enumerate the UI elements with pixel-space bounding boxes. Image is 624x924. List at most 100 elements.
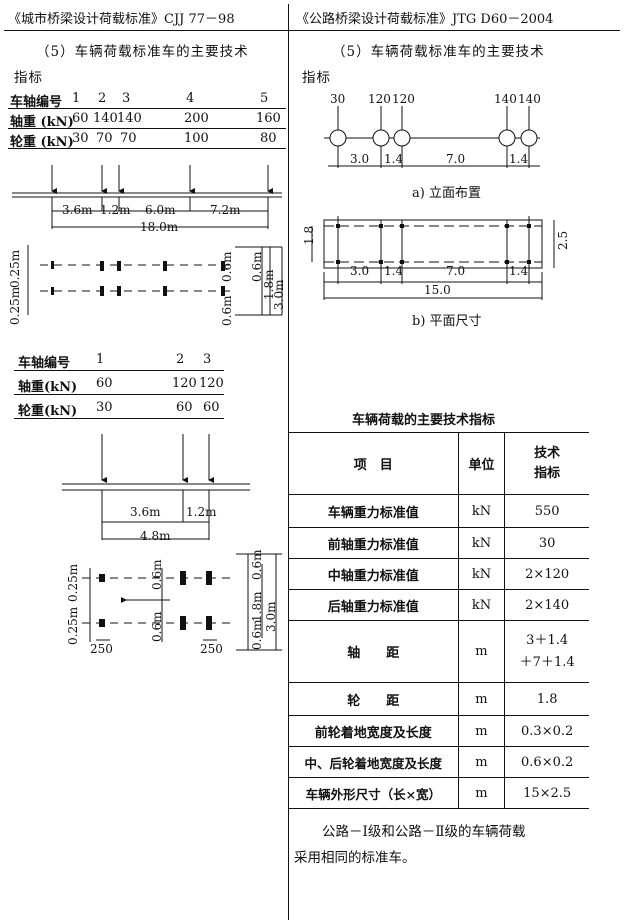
wheel [99,619,105,627]
wheel-weight-cell: 80 [260,131,277,146]
row-unit: m [457,620,506,683]
table2-rule [14,418,224,419]
spacing-label: 7.0 [446,152,466,166]
axle-number-cell: 2 [98,91,107,106]
axle-weight-label: 轴重 (kN) [10,115,74,130]
spacing-label: 1.2m [186,505,217,519]
wheel [393,129,411,147]
table-row: 车辆外形尺寸（长×宽） m 15×2.5 [289,777,589,809]
right-section-title: （5）车辆荷载标准车的主要技术 [332,44,545,60]
axle-number-label: 车轴编号 [10,95,63,110]
spacing-label: 7.2m [210,203,241,217]
left-dim-label: 0.25m [8,286,22,325]
right-dim-label: 0.6m [150,559,164,590]
table-row: 轴 距 m 3＋1.4 ＋7＋1.4 [289,620,589,683]
wheel [400,224,404,228]
row-unit: m [457,777,506,809]
right-dim-label: 1.8m [250,591,264,622]
wheel [117,286,121,296]
plan-diagram [311,216,555,300]
wheel [51,287,54,295]
left-dim-label: 0.25m [8,249,22,288]
row-value: 0.3×0.2 [504,715,589,747]
spacing-label: 3.0 [350,264,370,278]
wheel-weight-cell: 60 [203,400,220,415]
wheel-weight-cell: 70 [96,131,113,146]
spacing-label: 1.4 [509,152,529,166]
axle-number-cell: 1 [72,91,81,106]
row-unit: kN [457,527,506,559]
table-row: 中轴重力标准值 kN 2×120 [289,558,589,590]
table-row: 轮 距 m 1.8 [289,682,589,716]
wheel [99,574,105,582]
note-line-2: 采用相同的标准车。 [294,850,416,866]
axle-weight-cell: 160 [256,111,281,126]
left-dim-label: 0.25m [66,563,80,602]
row-item: 轴 距 [289,620,459,683]
load-label: 30 [330,92,346,106]
row-value: 2×120 [504,558,589,590]
row-unit: m [457,746,506,778]
wheel [100,286,104,296]
table-row: 后轴重力标准值 kN 2×140 [289,589,589,621]
wheel [206,616,212,630]
load-label: 140 [518,92,541,106]
wheel [505,224,509,228]
wheel [372,129,390,147]
row-item: 车辆外形尺寸（长×宽） [289,777,459,809]
table-header-row: 项 目 单位 技术 指标 [289,432,589,495]
header-item: 项 目 [289,432,459,495]
spacing-label: 1.4 [384,264,404,278]
axle-weight-cell: 60 [72,111,89,126]
wheel [163,286,167,296]
row-value: 15×2.5 [504,777,589,809]
note-line-1: 公路－Ⅰ级和公路－Ⅱ级的车辆荷载 [322,824,526,840]
elevation-diagram [324,106,540,168]
table-row: 车辆重力标准值 kN 550 [289,494,589,528]
wheel-weight-cell: 30 [96,400,113,415]
row-value: 550 [504,494,589,528]
wheel [498,129,516,147]
row-item: 轮 距 [289,682,459,716]
axle-number-cell: 3 [203,352,212,367]
right-dim-label: 0.6m [150,611,164,642]
column-divider [288,4,289,920]
right-dim-label: 0.6m [220,295,234,326]
axle-weight-cell: 120 [199,376,224,391]
row-unit: kN [457,494,506,528]
wheel [100,261,104,271]
row-item: 前轮着地宽度及长度 [289,715,459,747]
plan-caption: b) 平面尺寸 [412,314,482,329]
row-unit: kN [457,589,506,621]
wheel [379,224,383,228]
row-unit: kN [457,558,506,590]
wheel-weight-cell: 60 [176,400,193,415]
left-load-diagram-1 [12,165,283,316]
wheel [117,261,121,271]
wheel-weight-cell: 70 [120,131,137,146]
bottom-dim-label: 250 [200,642,223,656]
row-item: 前轴重力标准值 [289,527,459,559]
row-item: 中轴重力标准值 [289,558,459,590]
axle-number-cell: 3 [122,91,131,106]
left-header: 《城市桥梁设计荷载标准》CJJ 77－98 [8,12,235,27]
wheel-weight-cell: 100 [184,131,209,146]
row-item: 中、后轮着地宽度及长度 [289,746,459,778]
axle-number-cell: 5 [260,91,269,106]
wheel [527,224,531,228]
wheel [206,571,212,585]
axle-number-cell: 1 [96,352,105,367]
row-item: 车辆重力标准值 [289,494,459,528]
row-value: 1.8 [504,682,589,716]
axle-weight-cell: 200 [184,111,209,126]
axle-number-label: 车轴编号 [18,356,71,371]
table2-rule [14,394,224,395]
wheel [520,129,538,147]
table-row: 中、后轮着地宽度及长度 m 0.6×0.2 [289,746,589,778]
wheel [379,260,383,264]
right-header: 《公路桥梁设计荷载标准》JTG D60－2004 [296,12,554,27]
wheel-weight-label: 轮重 (kN) [10,135,74,150]
axle-weight-cell: 120 [172,376,197,391]
load-label: 120 [368,92,391,106]
plan-left-dim: 1.8 [302,225,316,245]
